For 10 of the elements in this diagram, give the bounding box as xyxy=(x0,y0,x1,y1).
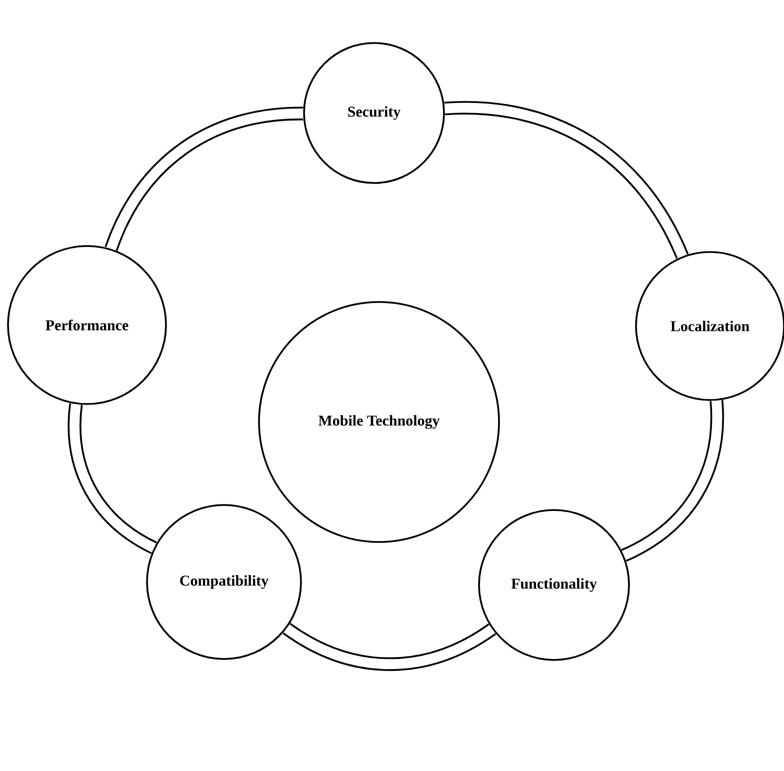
ring-band xyxy=(104,106,304,252)
ring-band xyxy=(68,404,158,554)
circle-node: Mobile Technology xyxy=(258,301,500,543)
circle-node: Performance xyxy=(7,245,167,405)
ring-band xyxy=(620,400,724,562)
circle-node: Functionality xyxy=(478,509,630,661)
ring-band xyxy=(282,622,496,671)
circle-node: Security xyxy=(303,42,445,184)
ring-band xyxy=(444,101,689,260)
circle-node: Compatibility xyxy=(146,504,302,660)
